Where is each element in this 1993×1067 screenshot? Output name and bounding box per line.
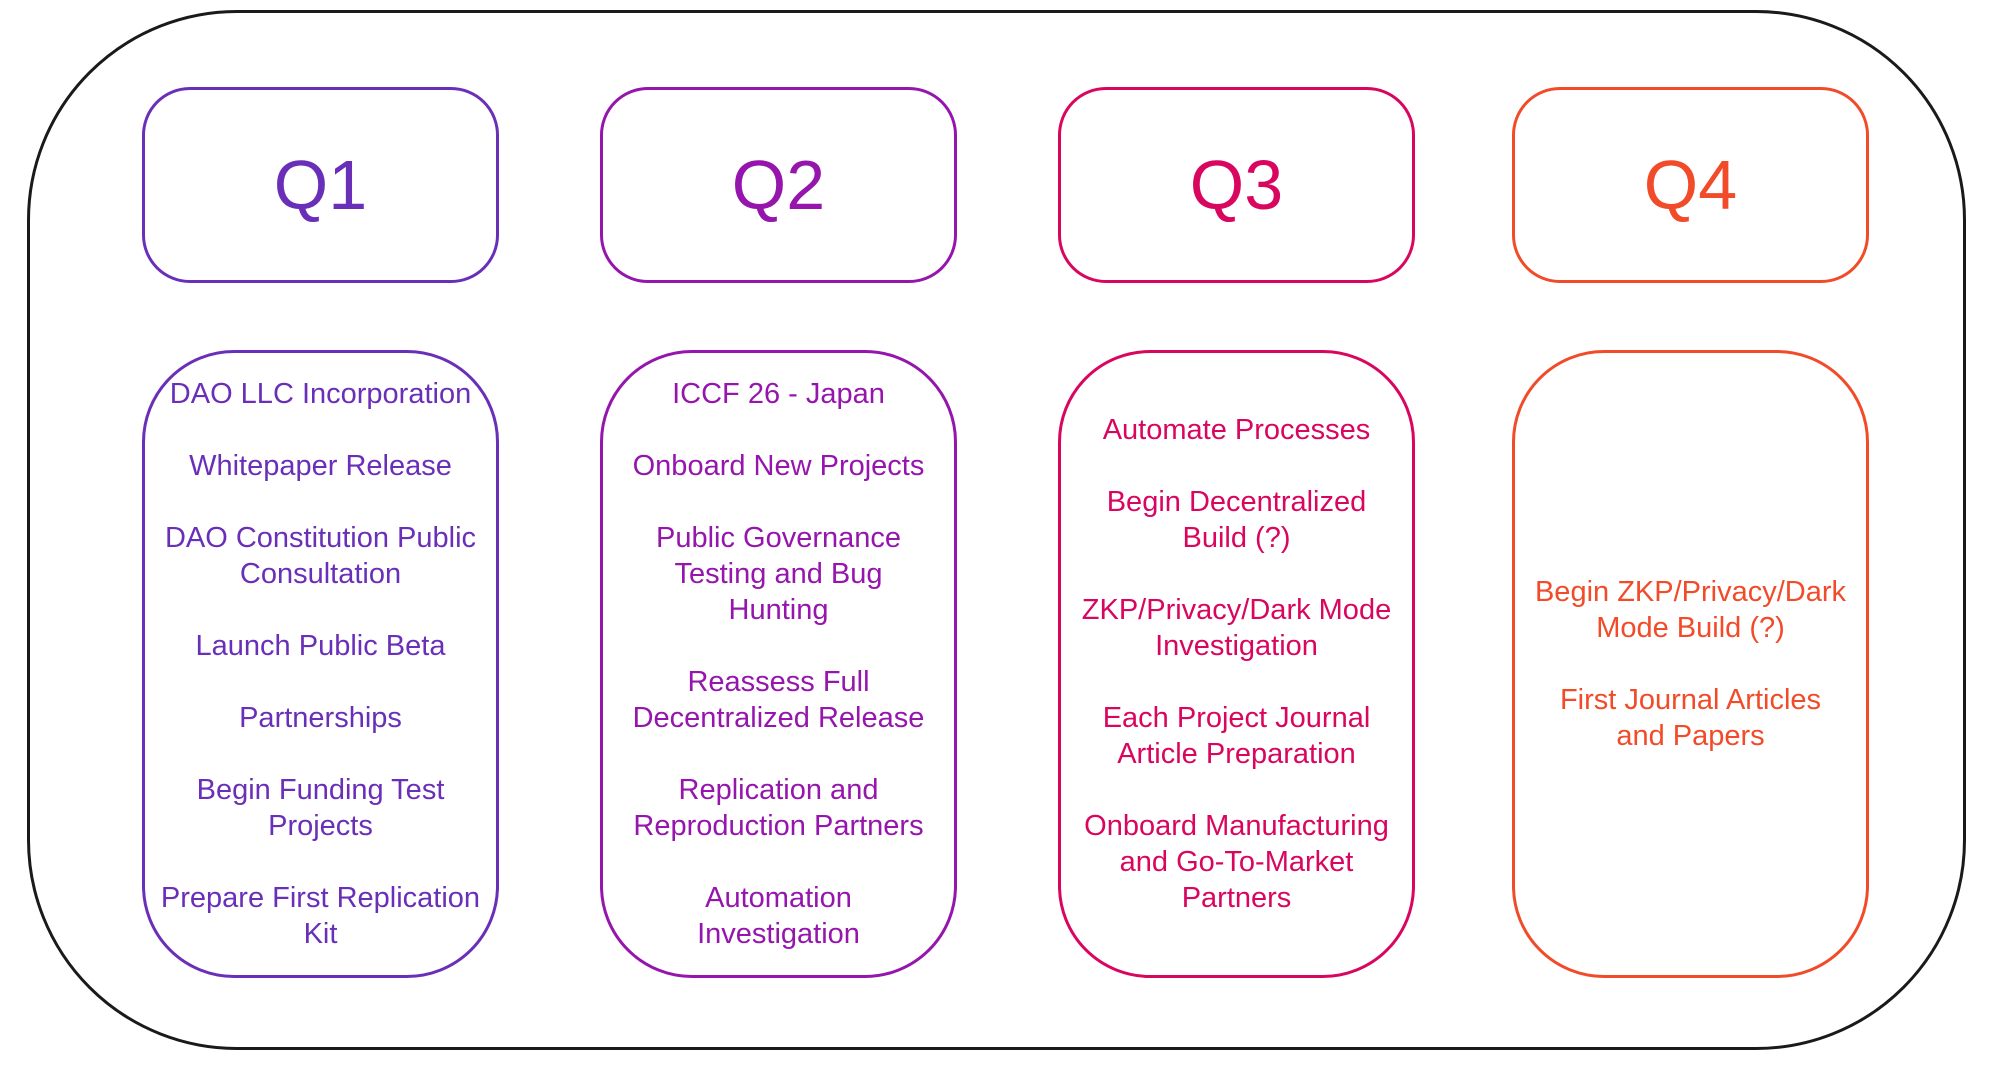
milestone-item: Begin ZKP/Privacy/Dark Mode Build (?) <box>1534 576 1847 644</box>
quarter-header-q3: Q3 <box>1058 87 1415 283</box>
milestone-item: ICCF 26 - Japan <box>672 378 885 410</box>
roadmap-frame <box>27 10 1966 1050</box>
milestone-item: Onboard New Projects <box>632 450 925 482</box>
milestone-item: Onboard Manufacturing and Go-To-Market P… <box>1084 810 1389 914</box>
milestone-item: Reassess Full Decentralized Release <box>632 666 925 734</box>
milestone-item: Whitepaper Release <box>189 450 452 482</box>
milestone-item: Automate Processes <box>1102 414 1371 446</box>
milestone-item: First Journal Articles and Papers <box>1559 684 1822 752</box>
quarter-header-q2: Q2 <box>600 87 957 283</box>
quarter-items-q1: DAO LLC Incorporation Whitepaper Release… <box>142 350 499 978</box>
milestone-item: DAO LLC Incorporation <box>169 378 472 410</box>
quarter-header-q1: Q1 <box>142 87 499 283</box>
milestone-item: Replication and Reproduction Partners <box>633 774 924 842</box>
quarter-label: Q2 <box>731 146 826 224</box>
quarter-label: Q3 <box>1189 146 1284 224</box>
milestone-item: Each Project Journal Article Preparation <box>1102 702 1371 770</box>
quarter-header-q4: Q4 <box>1512 87 1869 283</box>
milestone-item: Begin Funding Test Projects <box>196 774 445 842</box>
quarter-items-q4: Begin ZKP/Privacy/Dark Mode Build (?) Fi… <box>1512 350 1869 978</box>
milestone-item: ZKP/Privacy/Dark Mode Investigation <box>1081 594 1392 662</box>
quarter-items-q3: Automate Processes Begin Decentralized B… <box>1058 350 1415 978</box>
milestone-item: Begin Decentralized Build (?) <box>1106 486 1367 554</box>
quarter-items-q2: ICCF 26 - Japan Onboard New Projects Pub… <box>600 350 957 978</box>
milestone-item: Partnerships <box>239 702 402 734</box>
milestone-item: Automation Investigation <box>697 882 860 950</box>
milestone-item: Prepare First Replication Kit <box>160 882 481 950</box>
milestone-item: Public Governance Testing and Bug Huntin… <box>655 522 902 626</box>
quarter-label: Q4 <box>1643 146 1738 224</box>
quarter-label: Q1 <box>273 146 368 224</box>
milestone-item: DAO Constitution Public Consultation <box>164 522 477 590</box>
milestone-item: Launch Public Beta <box>195 630 446 662</box>
